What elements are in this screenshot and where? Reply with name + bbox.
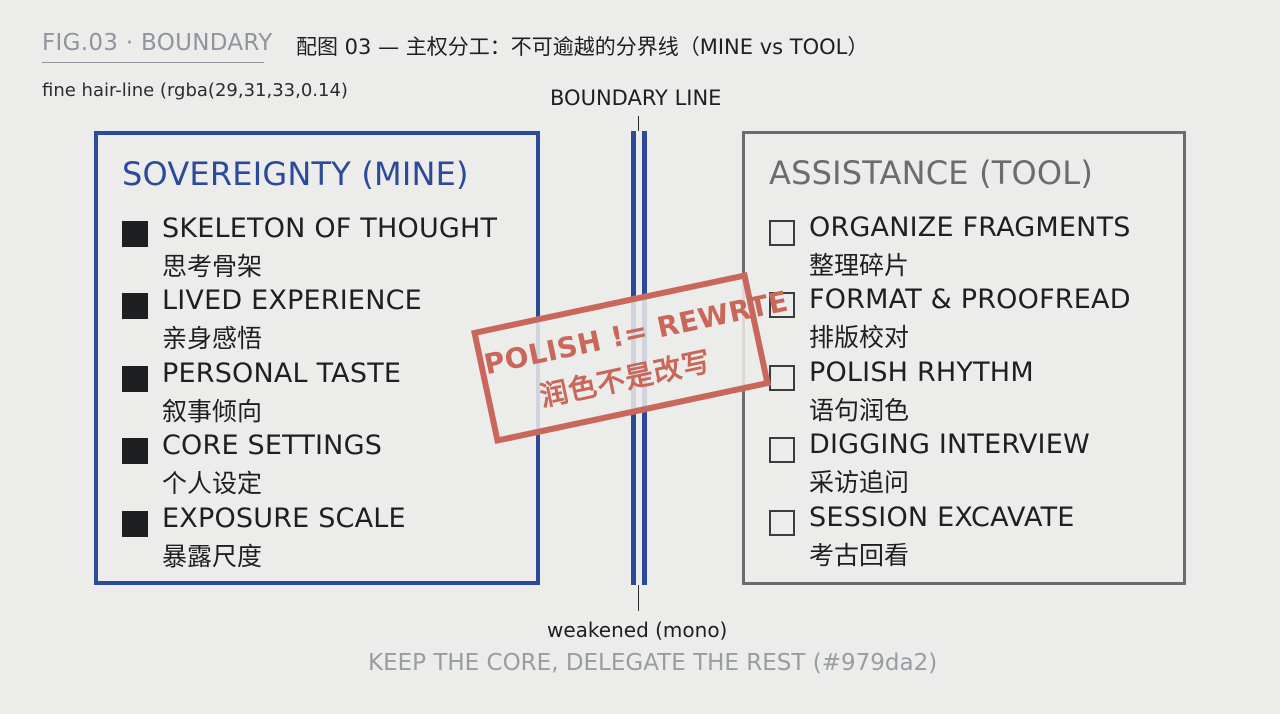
- hairline-note: fine hair-line (rgba(29,31,33,0.14): [42, 80, 348, 101]
- tool-item-label-en: DIGGING INTERVIEW: [809, 429, 1090, 460]
- mine-item: SKELETON OF THOUGHT 思考骨架: [122, 209, 522, 281]
- mine-item: PERSONAL TASTE 叙事倾向: [122, 354, 522, 426]
- mine-item-label-zh: 个人设定: [162, 469, 263, 498]
- mine-item-label-en: CORE SETTINGS: [162, 430, 383, 461]
- tool-item-label-en: POLISH RHYTHM: [809, 357, 1034, 388]
- empty-square-icon: [769, 437, 795, 463]
- assistance-panel: ASSISTANCE (TOOL) ORGANIZE FRAGMENTS 整理碎…: [742, 131, 1186, 585]
- footer-caption: KEEP THE CORE, DELEGATE THE REST (#979da…: [368, 650, 938, 676]
- sovereignty-panel: SOVEREIGNTY (MINE) SKELETON OF THOUGHT 思…: [94, 131, 540, 585]
- empty-square-icon: [769, 510, 795, 536]
- figure-label-underline: [42, 62, 264, 63]
- figure-label: FIG.03 · BOUNDARY: [42, 30, 273, 56]
- empty-square-icon: [769, 292, 795, 318]
- mine-item-label-zh: 亲身感悟: [162, 324, 263, 353]
- tool-item: DIGGING INTERVIEW 采访追问: [769, 425, 1169, 497]
- tool-item-label-zh: 语句润色: [809, 396, 910, 425]
- filled-square-icon: [122, 438, 148, 464]
- boundary-bottom-tick: [638, 585, 639, 611]
- mine-item-label-en: PERSONAL TASTE: [162, 358, 402, 389]
- tool-item-label-en: ORGANIZE FRAGMENTS: [809, 212, 1131, 243]
- tool-item: POLISH RHYTHM 语句润色: [769, 353, 1169, 425]
- mine-item-label-en: EXPOSURE SCALE: [162, 503, 406, 534]
- filled-square-icon: [122, 511, 148, 537]
- tool-item-label-zh: 采访追问: [809, 468, 910, 497]
- mine-item-label-zh: 叙事倾向: [162, 397, 263, 426]
- figure-caption: 配图 03 — 主权分工：不可逾越的分界线（MINE vs TOOL）: [296, 35, 869, 59]
- tool-item-label-zh: 整理碎片: [809, 251, 910, 280]
- tool-item: ORGANIZE FRAGMENTS 整理碎片: [769, 208, 1169, 280]
- mine-item: LIVED EXPERIENCE 亲身感悟: [122, 281, 522, 353]
- tool-item: SESSION EXCAVATE 考古回看: [769, 498, 1169, 570]
- tool-item-label-en: FORMAT & PROOFREAD: [809, 284, 1131, 315]
- tool-item-label-zh: 考古回看: [809, 541, 910, 570]
- filled-square-icon: [122, 221, 148, 247]
- boundary-top-tick: [638, 116, 639, 131]
- mine-item: CORE SETTINGS 个人设定: [122, 426, 522, 498]
- filled-square-icon: [122, 293, 148, 319]
- mine-item-label-zh: 思考骨架: [162, 252, 263, 281]
- boundary-bottom-note: weakened (mono): [547, 618, 728, 642]
- empty-square-icon: [769, 365, 795, 391]
- empty-square-icon: [769, 220, 795, 246]
- tool-item: FORMAT & PROOFREAD 排版校对: [769, 280, 1169, 352]
- boundary-line-label: BOUNDARY LINE: [550, 86, 722, 110]
- mine-item-label-en: LIVED EXPERIENCE: [162, 285, 422, 316]
- mine-item: EXPOSURE SCALE 暴露尺度: [122, 499, 522, 571]
- tool-item-label-zh: 排版校对: [809, 323, 910, 352]
- filled-square-icon: [122, 366, 148, 392]
- assistance-title: ASSISTANCE (TOOL): [769, 154, 1094, 192]
- mine-item-label-en: SKELETON OF THOUGHT: [162, 213, 498, 244]
- mine-item-label-zh: 暴露尺度: [162, 542, 263, 571]
- sovereignty-title: SOVEREIGNTY (MINE): [122, 155, 469, 193]
- tool-item-label-en: SESSION EXCAVATE: [809, 502, 1075, 533]
